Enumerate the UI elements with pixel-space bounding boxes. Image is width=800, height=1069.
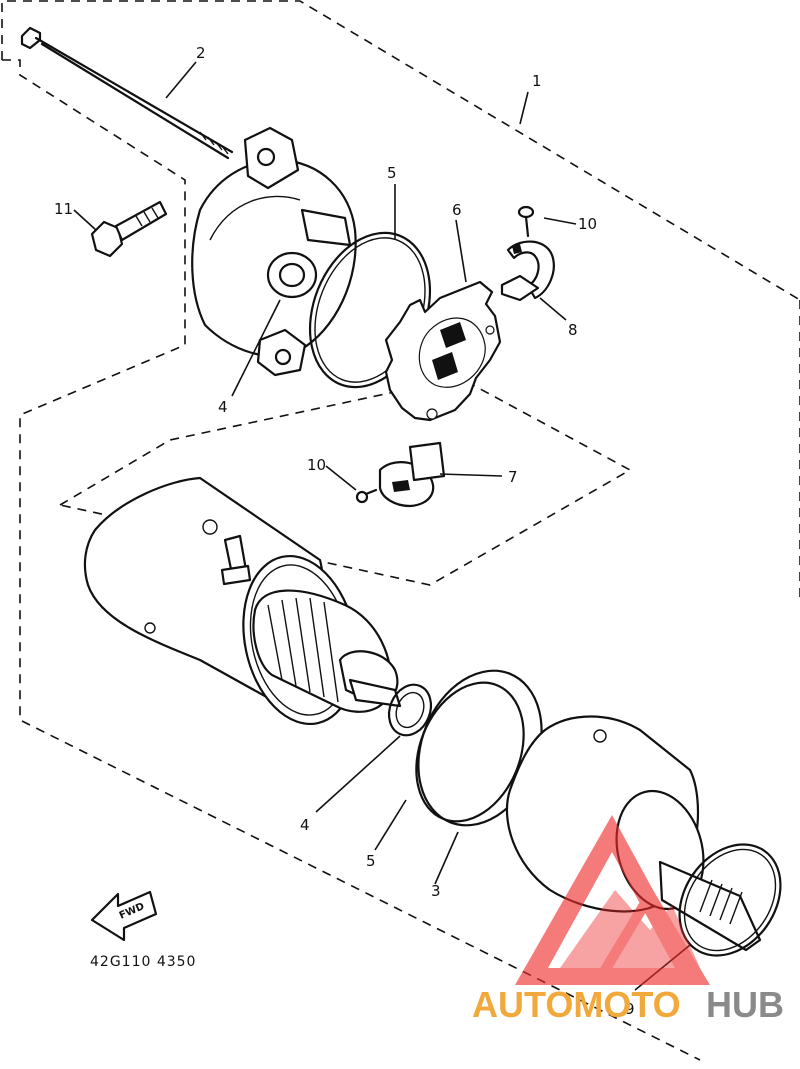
callout-8: 8 xyxy=(568,321,578,339)
callout-10-mid: 10 xyxy=(307,456,326,474)
callout-7: 7 xyxy=(508,468,518,486)
callout-1: 1 xyxy=(532,72,542,90)
end-cover xyxy=(191,126,357,377)
diagram-code: 42G110 4350 xyxy=(90,954,196,970)
brush-holder-lower xyxy=(378,441,446,508)
callout-10-top: 10 xyxy=(578,215,597,233)
brush-plate xyxy=(384,280,502,422)
washer-bottom xyxy=(387,683,433,737)
through-bolt xyxy=(20,26,234,160)
watermark-hub: HUB xyxy=(706,984,784,1025)
callout-11: 11 xyxy=(54,200,73,218)
watermark-text: AUTOMOTO HUB xyxy=(472,984,784,1025)
watermark-automoto: AUTOMOTO xyxy=(472,984,681,1025)
callout-4-top: 4 xyxy=(218,398,228,416)
brush-holder-boundary xyxy=(59,377,632,586)
o-ring-pinion xyxy=(678,843,782,957)
callout-2: 2 xyxy=(196,44,206,62)
callout-9: 9 xyxy=(625,1000,635,1018)
armature xyxy=(252,589,402,713)
callouts: 1 2 3 4 4 5 5 6 7 8 9 10 10 11 xyxy=(54,44,635,1018)
callout-4-bottom: 4 xyxy=(300,816,310,834)
screw-middle xyxy=(355,488,378,504)
watermark-logo xyxy=(515,815,710,985)
callout-5-top: 5 xyxy=(387,164,397,182)
leader-lines xyxy=(73,61,691,991)
fwd-arrow: FWD xyxy=(90,890,158,942)
screw-top xyxy=(517,205,535,238)
brush-holder-upper xyxy=(500,240,555,302)
callout-3: 3 xyxy=(431,882,441,900)
mounting-bolt xyxy=(90,200,168,258)
callout-6: 6 xyxy=(452,201,462,219)
callout-5-bottom: 5 xyxy=(366,852,376,870)
